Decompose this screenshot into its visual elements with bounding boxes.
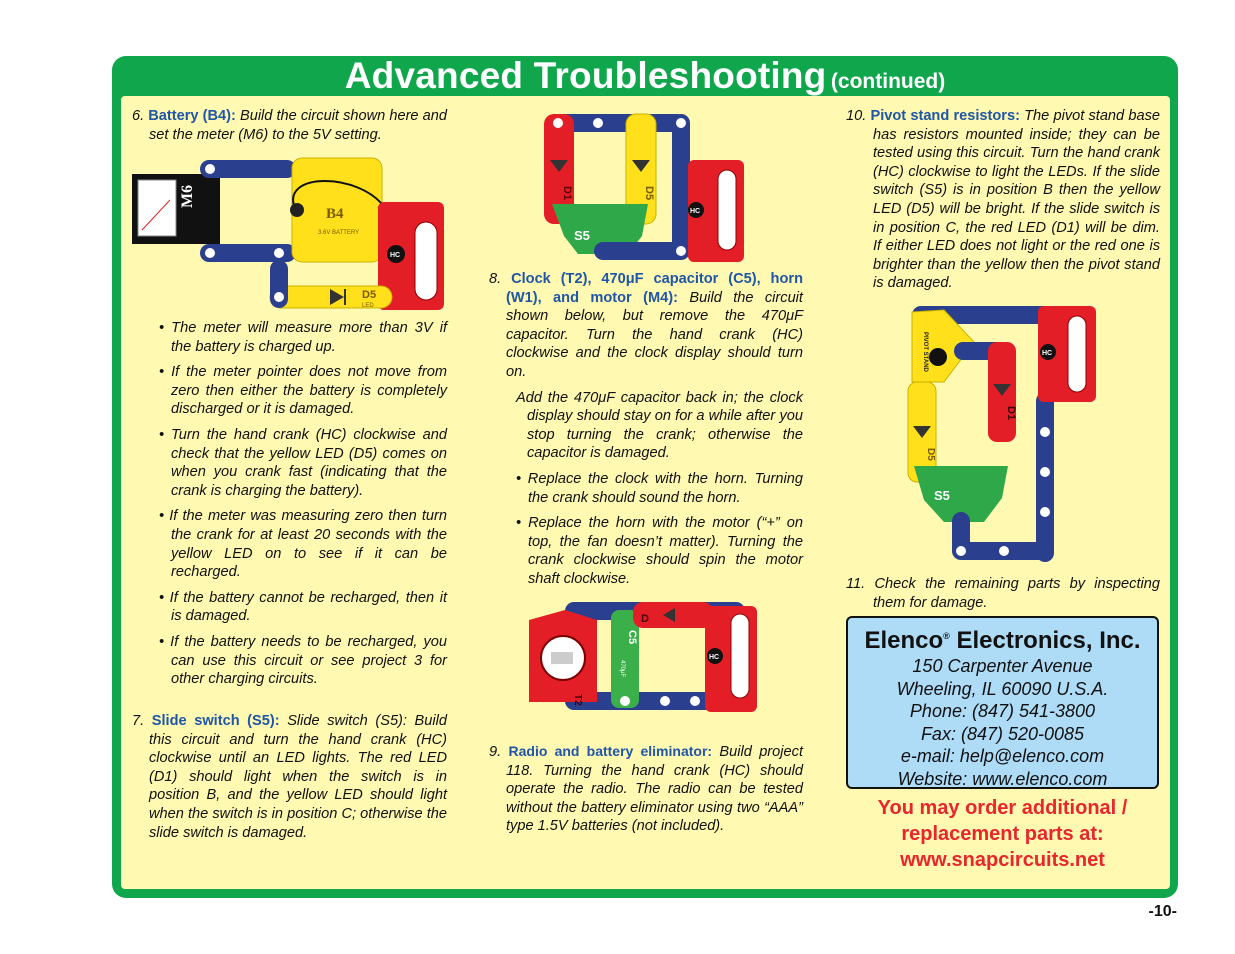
item-8-heading: Clock (T2), 470μF capacitor (C5), horn (… xyxy=(506,271,803,306)
bullet-item: • If the battery cannot be recharged, th… xyxy=(159,589,447,625)
svg-text:3.6V BATTERY: 3.6V BATTERY xyxy=(318,230,359,236)
item-6-heading: Battery (B4): xyxy=(148,108,236,124)
phone-line: Phone: (847) 541-3800 xyxy=(909,701,1096,721)
fax-line: Fax: (847) 520-0085 xyxy=(920,723,1085,744)
pivot-stand-circuit-diagram: PIVOT STAND D1 D5 S5 HC xyxy=(907,306,1096,562)
svg-text:D1: D1 xyxy=(1005,406,1017,420)
svg-text:470μF: 470μF xyxy=(619,660,625,677)
bullet-item: • If the battery needs to be recharged, … xyxy=(159,633,447,688)
order-parts-notice: You may order additional / replacement p… xyxy=(846,795,1159,873)
bullet-item: • Replace the horn with the motor (“+” o… xyxy=(516,515,803,587)
bullet-item: • If the meter was measuring zero then t… xyxy=(159,508,447,581)
clock-circuit-diagram: T2 C5 470μF D HC xyxy=(529,602,757,712)
email-line: e-mail: help@elenco.com xyxy=(900,746,1105,766)
item-10-heading: Pivot stand resistors: xyxy=(870,108,1020,124)
svg-text:D5: D5 xyxy=(925,448,936,461)
item-8-note: Add the 470μF capacitor back in; the clo… xyxy=(516,389,803,462)
city-line: Wheeling, IL 60090 U.S.A. xyxy=(896,678,1109,699)
svg-text:HC: HC xyxy=(709,654,719,661)
address-line: 150 Carpenter Avenue xyxy=(912,656,1093,676)
item-8: 8. Clock (T2), 470μF capacitor (C5), hor… xyxy=(489,271,803,587)
svg-text:D1: D1 xyxy=(561,186,573,200)
svg-text:S5: S5 xyxy=(934,488,950,503)
item-9: 9. Radio and battery eliminator: Build p… xyxy=(489,743,803,835)
bullet-item: • The meter will measure more than 3V if… xyxy=(159,320,447,355)
svg-text:B4: B4 xyxy=(326,206,344,222)
bullet-item: • Replace the clock with the horn. Turni… xyxy=(516,470,803,506)
contact-box: Elenco® Electronics, Inc. 150 Carpenter … xyxy=(846,616,1159,789)
company-name: Elenco® Electronics, Inc. xyxy=(864,627,1141,654)
svg-text:T2: T2 xyxy=(572,694,583,706)
svg-text:D5: D5 xyxy=(643,186,655,200)
svg-text:LED: LED xyxy=(362,303,374,309)
item-11: 11. Check the remaining parts by inspect… xyxy=(846,576,1160,611)
svg-text:S5: S5 xyxy=(574,228,590,243)
title-main: Advanced Troubleshooting xyxy=(344,55,827,96)
svg-text:HC: HC xyxy=(1042,350,1052,357)
item-6: 6. Battery (B4): Build the circuit shown… xyxy=(132,108,447,143)
item-6-bullets: • The meter will measure more than 3V if… xyxy=(159,319,447,689)
item-7-heading: Slide switch (S5): xyxy=(151,713,280,729)
item-10: 10. Pivot stand resistors: The pivot sta… xyxy=(846,108,1160,292)
slide-switch-circuit-diagram: D1 D5 S5 HC xyxy=(544,113,744,262)
svg-text:C5: C5 xyxy=(626,630,638,644)
svg-text:D5: D5 xyxy=(362,289,376,301)
svg-text:D: D xyxy=(641,613,649,625)
bullet-item: • Turn the hand crank (HC) clockwise and… xyxy=(159,426,447,499)
svg-text:HC: HC xyxy=(390,252,400,259)
battery-circuit-diagram: M6 B4 3.6V BATTERY HC D5 LED xyxy=(132,157,444,310)
website-link[interactable]: www.snapcircuits.net xyxy=(900,849,1105,871)
svg-text:M6: M6 xyxy=(179,185,196,208)
title-continued: (continued) xyxy=(830,70,946,93)
bullet-item: • If the meter pointer does not move fro… xyxy=(159,364,447,418)
svg-text:PIVOT STAND: PIVOT STAND xyxy=(922,332,928,373)
page-title: Advanced Troubleshooting (continued) xyxy=(112,56,1178,98)
svg-text:HC: HC xyxy=(690,208,700,215)
website-line: Website: www.elenco.com xyxy=(897,768,1108,789)
item-9-heading: Radio and battery eliminator: xyxy=(508,743,713,759)
page-number: -10- xyxy=(1148,903,1177,920)
item-7: 7. Slide switch (S5): Slide switch (S5):… xyxy=(132,713,447,841)
